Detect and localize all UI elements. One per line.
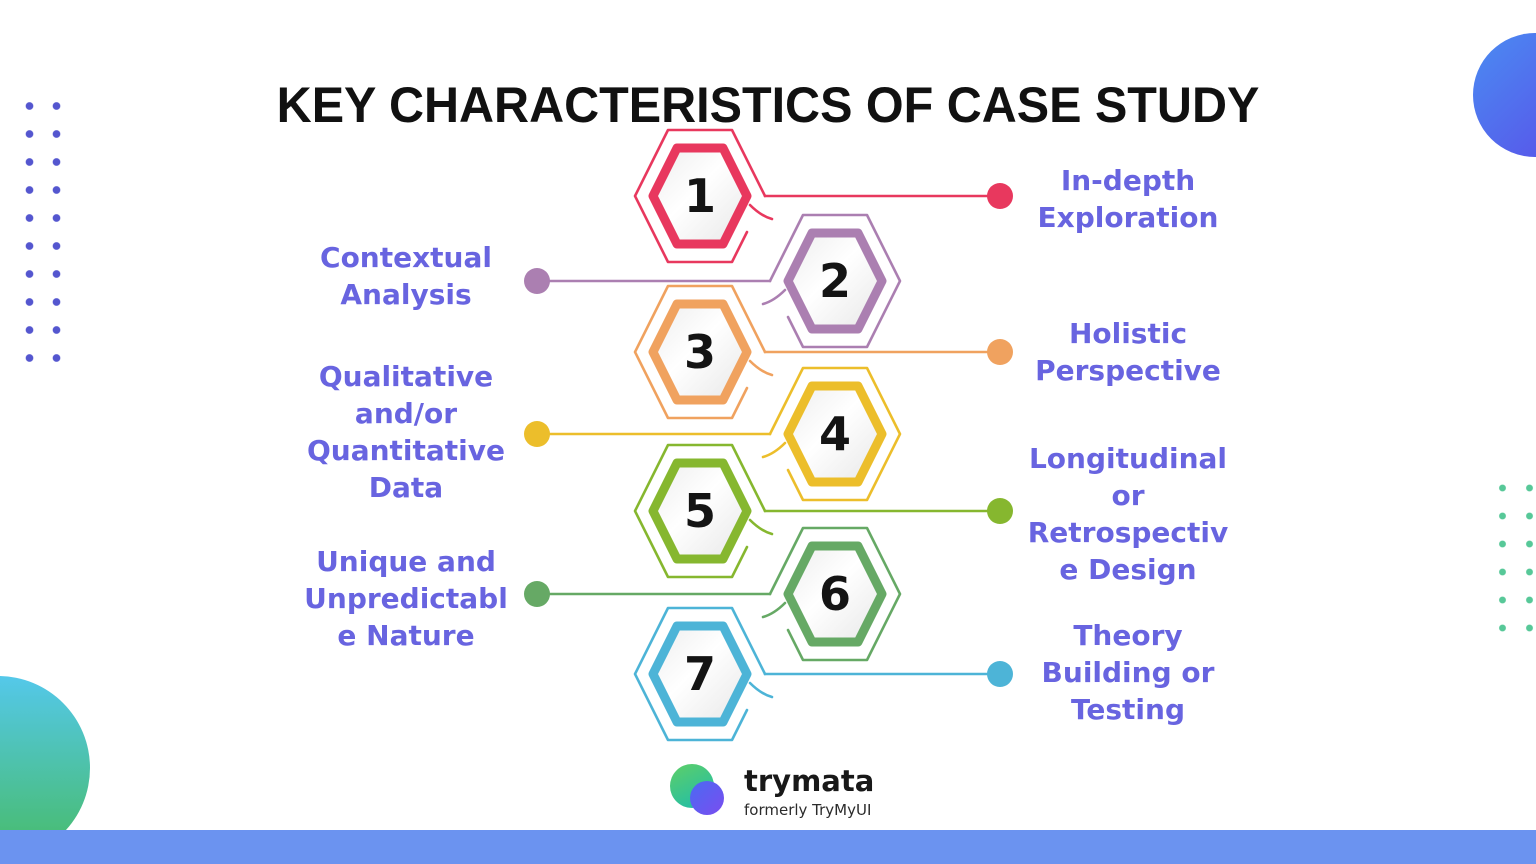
case-item-5: 5 — [630, 441, 1022, 581]
case-item-1: 1 — [630, 126, 1022, 266]
brand-text-block: trymata formerly TryMyUI — [744, 758, 874, 819]
page-title: KEY CHARACTERISTICS OF CASE STUDY — [276, 76, 1260, 133]
endpoint-dot — [987, 498, 1013, 524]
item-number: 2 — [818, 254, 851, 308]
hexagon-tail-stroke — [761, 601, 787, 619]
hexagon-outline — [633, 128, 767, 264]
brand-name: trymata — [744, 764, 875, 798]
hexagon-badge-icon — [524, 526, 902, 662]
item-number: 1 — [683, 169, 716, 223]
item-label: Unique and Unpredictabl e Nature — [304, 545, 508, 652]
bottom-accent-bar — [0, 830, 1536, 864]
hexagon-tail-stroke — [761, 288, 787, 306]
hexagon-inner — [783, 381, 887, 487]
item-label: Contextual Analysis — [320, 241, 492, 311]
hexagon-badge-icon — [524, 213, 902, 349]
case-item-3: 3 — [630, 282, 1022, 422]
item-number: 4 — [818, 407, 851, 461]
dot-grid-decoration-bottom-right — [1486, 470, 1534, 634]
endpoint-dot — [524, 581, 550, 607]
hexagon-outline — [768, 366, 902, 502]
hexagon-inner — [648, 299, 752, 405]
item-number: 5 — [683, 484, 716, 538]
hexagon-tail-stroke — [761, 441, 787, 459]
hexagon-outline — [633, 284, 767, 420]
case-item-6: 6 — [523, 524, 915, 664]
hexagon-badge-icon — [633, 128, 1013, 264]
hexagon-outline — [768, 213, 902, 349]
footer-brand: trymata formerly TryMyUI — [668, 758, 874, 819]
case-item-4: 4 — [523, 364, 915, 504]
hexagon-outline — [633, 606, 767, 742]
hexagon-badge-icon — [633, 606, 1013, 742]
hexagon-badge-icon — [633, 443, 1013, 579]
endpoint-dot — [987, 183, 1013, 209]
brand-tagline: formerly TryMyUI — [744, 801, 872, 819]
hexagon-inner — [783, 541, 887, 647]
hexagon-inner — [648, 143, 752, 249]
case-item-2: 2 — [523, 211, 915, 351]
item-label: Qualitative and/or Quantitative Data — [306, 360, 506, 504]
trymata-logo-icon — [670, 764, 724, 815]
hexagon-inner — [648, 621, 752, 727]
hexagon-tail-stroke — [748, 518, 774, 536]
case-item-7: 7 — [630, 604, 1022, 744]
hexagon-badge-icon — [524, 366, 902, 502]
item-number: 6 — [818, 567, 851, 621]
hexagon-outline — [768, 526, 902, 662]
hexagon-tail-stroke — [748, 203, 774, 221]
hexagon-outline — [633, 443, 767, 579]
endpoint-dot — [524, 268, 550, 294]
hexagon-inner — [648, 458, 752, 564]
hexagon-tail-stroke — [748, 359, 774, 377]
item-label: Holistic Perspective — [1035, 317, 1221, 387]
item-number: 3 — [683, 325, 716, 379]
item-label: In-depth Exploration — [1037, 164, 1219, 234]
hexagon-badge-icon — [633, 284, 1013, 420]
endpoint-dot — [987, 661, 1013, 687]
hexagon-tail-stroke — [748, 681, 774, 699]
item-label: Longitudinal or Retrospectiv e Design — [1027, 442, 1229, 586]
hexagon-inner — [783, 228, 887, 334]
item-label: Theory Building or Testing — [1041, 619, 1215, 726]
item-number: 7 — [683, 647, 716, 701]
endpoint-dot — [987, 339, 1013, 365]
dot-grid-decoration-top-left — [13, 88, 61, 364]
endpoint-dot — [524, 421, 550, 447]
